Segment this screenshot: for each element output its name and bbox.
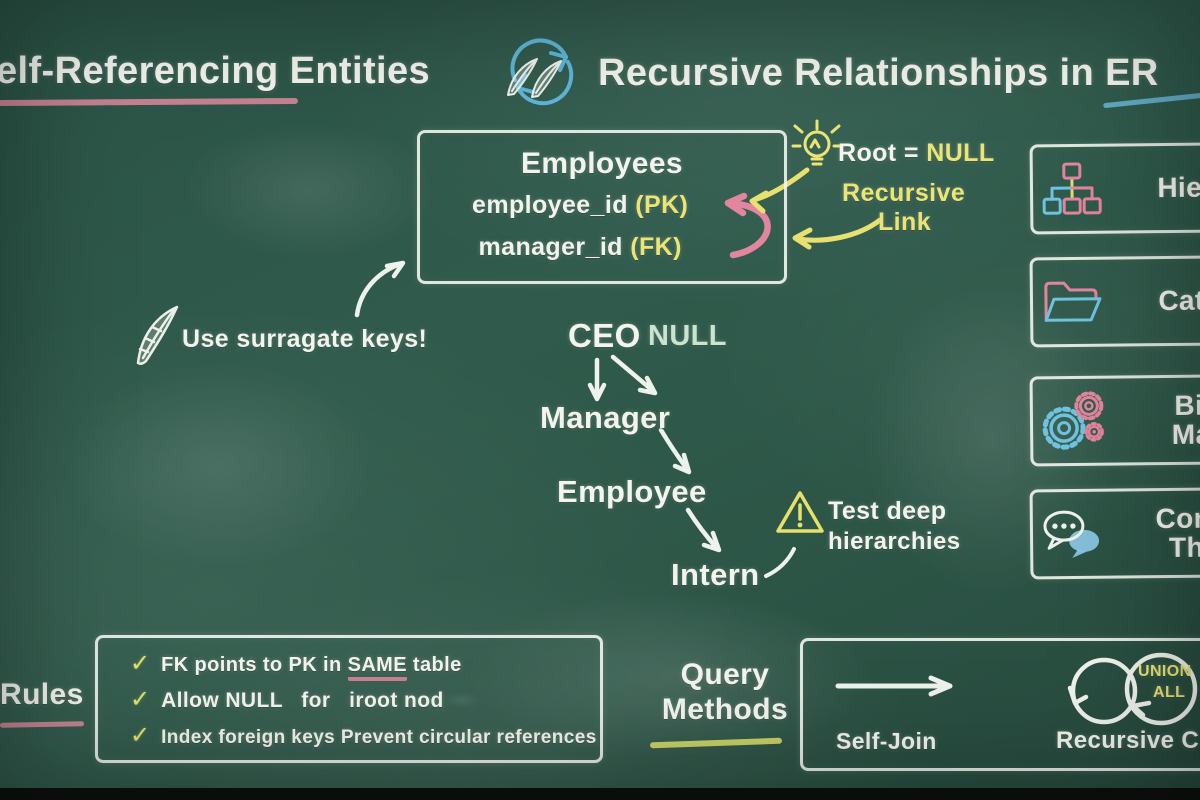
- query-heading-line1: Query: [680, 658, 770, 691]
- field-name: manager_id: [478, 233, 623, 261]
- use-case-label-line1: Comme: [1155, 501, 1200, 534]
- use-case-label-line1: Bill o: [1174, 389, 1200, 421]
- rule-item: ✓ Index foreign keys Prevent circular re…: [130, 721, 596, 750]
- feather-icon: [136, 305, 179, 365]
- union-all-label-1: UNION: [1138, 663, 1192, 680]
- query-methods-heading: Query Methods: [645, 658, 805, 727]
- warning-triangle-icon: [776, 491, 824, 533]
- hierarchy-node-employee: Employee: [557, 474, 707, 509]
- rule-text: FK points to PK in SAME table: [161, 654, 462, 681]
- root-value: NULL: [926, 139, 995, 167]
- rule-text-pre: FK points to PK in: [161, 654, 348, 676]
- use-case-panel-bom: Bill o Mater: [1029, 373, 1200, 467]
- union-all-label-2: ALL: [1153, 684, 1186, 701]
- method-recursive-cte: Recursive C: [1056, 727, 1200, 754]
- overlapping-loops-icon: [1067, 652, 1198, 726]
- check-icon: ✓: [130, 686, 151, 713]
- feather-icon: [507, 58, 562, 98]
- root-null-arrow: [749, 167, 810, 214]
- warning-note-1: Test deep: [828, 497, 947, 525]
- hierarchy-node-ceo: CEO: [568, 317, 641, 354]
- use-case-label-line2: Mater: [1171, 418, 1200, 450]
- query-heading-line2: Methods: [661, 692, 789, 726]
- use-case-label: Comme Threa: [1117, 502, 1200, 563]
- hierarchy-null-value: NULL: [648, 320, 727, 352]
- hierarchy-node-manager: Manager: [540, 400, 671, 435]
- use-case-panel-categories: Catego: [1029, 254, 1200, 348]
- page-title-right: Recursive Relationships in ER: [598, 52, 1159, 94]
- use-case-label-line2: Threa: [1168, 531, 1200, 564]
- use-case-label: Hierarc: [1157, 171, 1200, 204]
- recursive-link-label-1: Recursive: [842, 179, 966, 207]
- folder-icon: [1044, 281, 1102, 322]
- rules-box: ✓ FK points to PK in SAME table ✓ Allow …: [95, 635, 603, 763]
- query-methods-box: [800, 638, 1200, 771]
- employee-to-intern-arrow: [685, 507, 722, 553]
- recursive-self-arrow: [724, 192, 771, 259]
- org-chart-icon: [1042, 162, 1102, 215]
- entity-field-fk: manager_id (FK): [420, 233, 740, 262]
- check-icon: ✓: [130, 650, 151, 677]
- rule-text: Index foreign keys Prevent circular refe…: [161, 727, 597, 748]
- entity-field-pk: employee_id (PK): [420, 191, 740, 220]
- field-name: employee_id: [472, 191, 628, 219]
- gears-icon: [1042, 391, 1104, 450]
- surrogate-note: Use surragate keys!: [182, 325, 428, 353]
- recursive-link-arrow: [792, 217, 883, 250]
- chat-bubbles-icon: [1043, 510, 1100, 559]
- rule-text-post: table: [406, 654, 462, 676]
- manager-to-employee-arrow: [658, 427, 692, 475]
- rules-heading: Rules: [0, 678, 84, 711]
- root-null-callout: Root = NULL: [838, 139, 995, 168]
- root-label: Root =: [838, 139, 919, 167]
- sync-feathers-icon: [510, 38, 574, 106]
- use-case-panel-hierarchies: Hierarc: [1029, 141, 1200, 235]
- use-case-label: Bill o Mater: [1121, 389, 1200, 450]
- page-title-left: elf-Referencing Entities: [0, 50, 431, 92]
- intern-warning-curve: [764, 547, 796, 578]
- check-icon: ✓: [130, 722, 151, 749]
- recursive-link-label-2: Link: [878, 208, 931, 236]
- use-case-panel-comments: Comme Threa: [1029, 486, 1200, 580]
- query-flow-arrow: [835, 675, 953, 697]
- ceo-to-manager-arrow: [587, 354, 658, 402]
- field-key-fk: (FK): [630, 233, 682, 261]
- surrogate-arrow: [354, 260, 406, 318]
- entity-name: Employees: [520, 147, 683, 180]
- warning-note-2: hierarchies: [828, 528, 961, 555]
- rule-item: ✓ FK points to PK in SAME table: [130, 649, 590, 681]
- letterbox-bar: [0, 788, 1200, 800]
- use-case-label: Catego: [1158, 284, 1200, 317]
- hierarchy-node-intern: Intern: [671, 557, 760, 592]
- entity-box-employees: Employees employee_id (PK) manager_id (F…: [417, 130, 787, 284]
- chalk-smudge: [443, 693, 480, 707]
- rule-text-emphasis: SAME: [347, 654, 407, 681]
- rule-item: ✓ Allow NULL for iroot nod: [130, 685, 590, 714]
- method-self-join: Self-Join: [836, 728, 937, 754]
- rule-text: Allow NULL for iroot nod: [161, 689, 444, 712]
- field-key-pk: (PK): [635, 191, 689, 219]
- lightbulb-icon: [791, 119, 843, 166]
